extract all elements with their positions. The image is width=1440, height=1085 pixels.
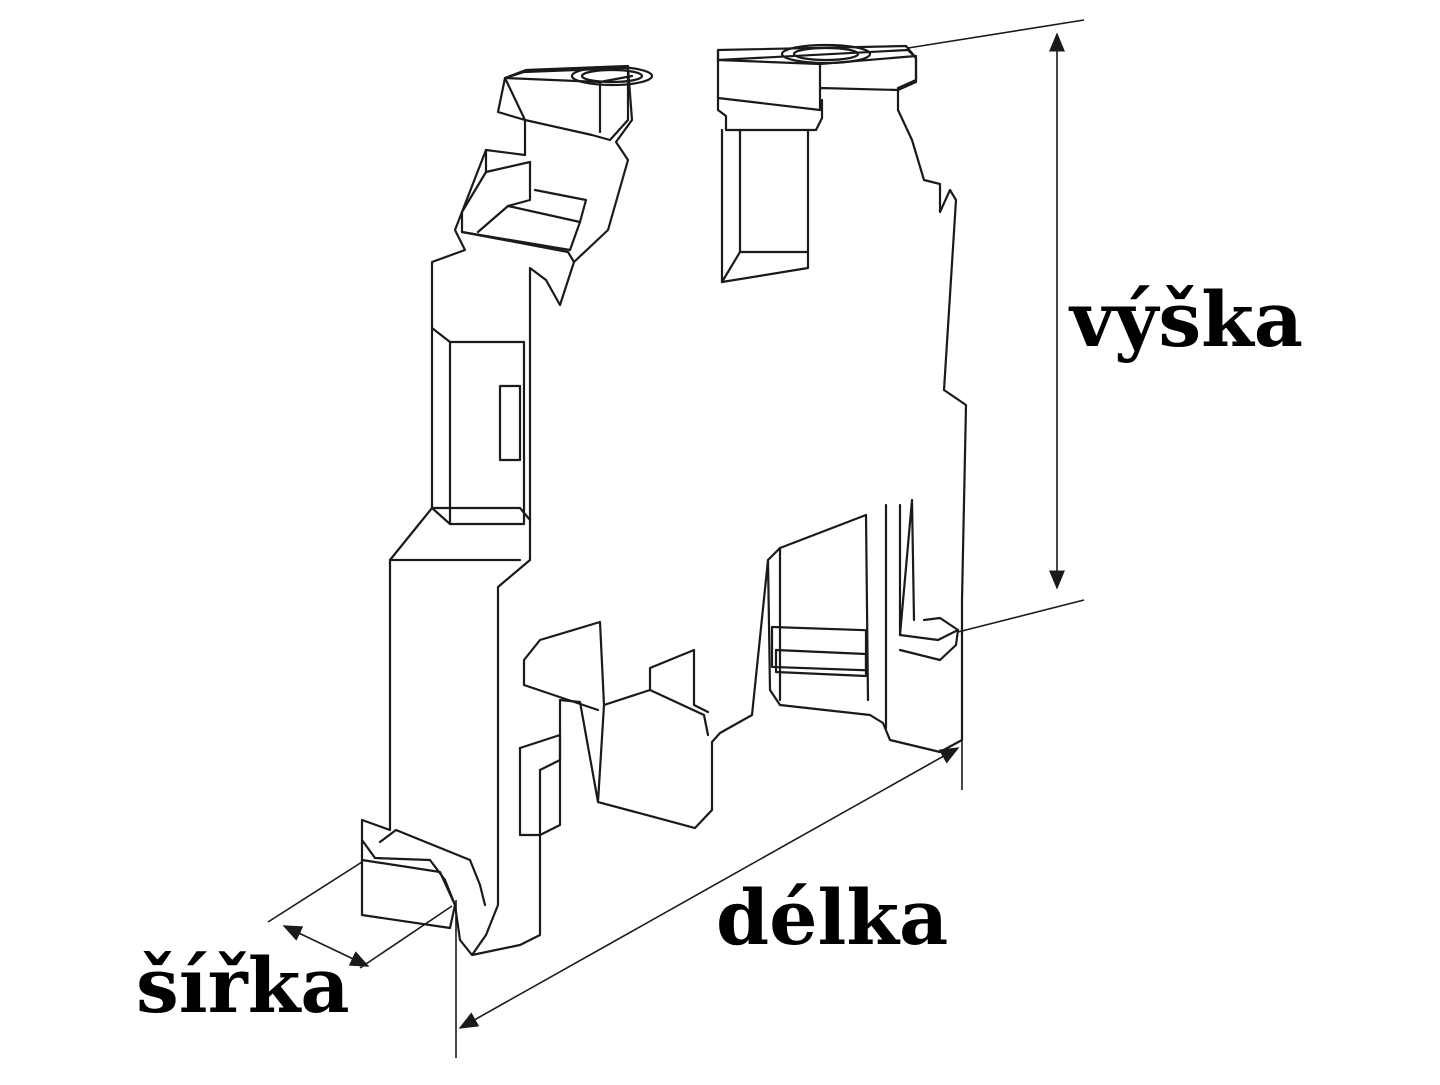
- length-label: délka: [716, 873, 949, 962]
- left-foot: [360, 838, 457, 930]
- width-dimension-line: [282, 925, 370, 967]
- left-screw-hole: [570, 65, 654, 87]
- right-lower-latch: [770, 625, 868, 672]
- right-screw-cap: [716, 44, 918, 112]
- width-label: šířka: [136, 941, 350, 1030]
- width-extension-right: [359, 905, 453, 969]
- lower-left-notch: [518, 733, 562, 837]
- terminal-block-outline: [360, 48, 968, 957]
- left-screw-cap: [503, 64, 630, 142]
- right-screw-hole: [780, 43, 872, 65]
- front-window: [448, 340, 526, 526]
- right-lower-slot: [766, 513, 870, 702]
- center-opening: [522, 620, 710, 714]
- width-extension-left: [267, 861, 363, 923]
- window-latch: [498, 384, 522, 462]
- right-clamp-channel: [720, 128, 810, 284]
- length-dimension-line: [458, 747, 960, 1029]
- height-extension-bottom: [957, 599, 1085, 633]
- height-extension-top: [907, 19, 1085, 49]
- height-label: výška: [1070, 275, 1304, 364]
- left-clamp-window: [460, 148, 582, 252]
